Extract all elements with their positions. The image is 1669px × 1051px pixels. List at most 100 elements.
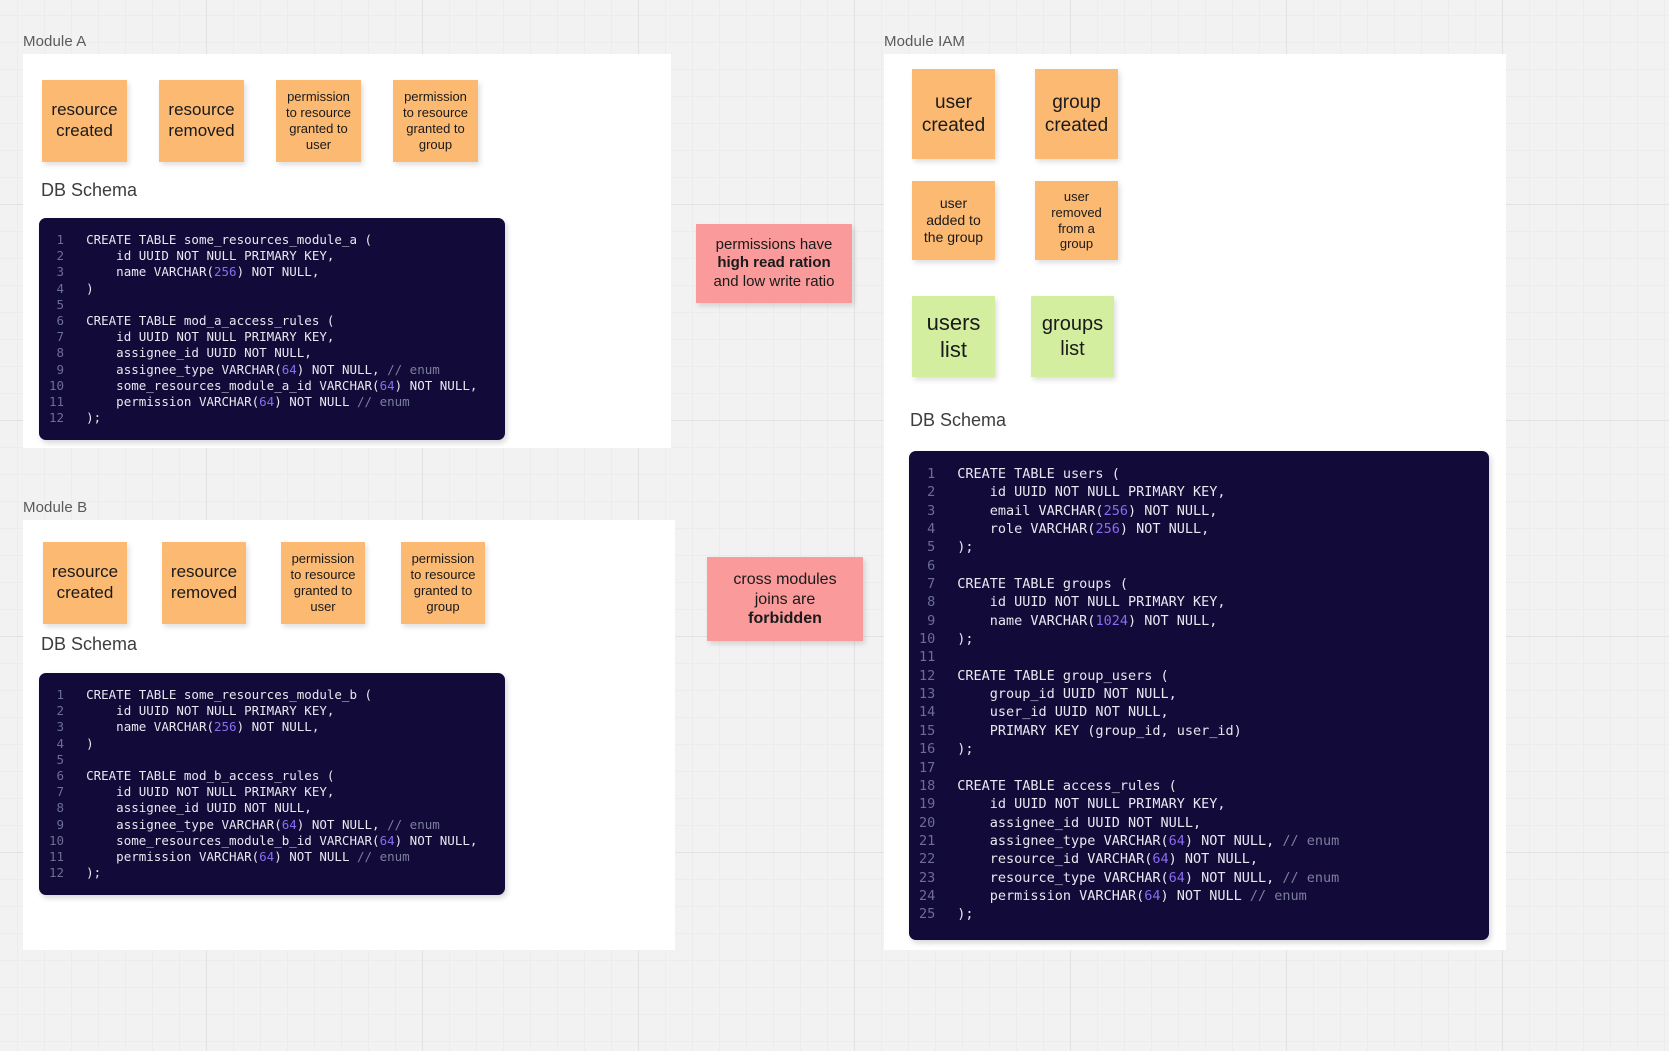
sticky-note-text: resource removed [168, 100, 235, 140]
code-line: 11 permission VARCHAR(64) NOT NULL // en… [49, 394, 493, 410]
code-line-number: 2 [56, 703, 65, 719]
sticky-note-text: permission to resource granted to group [410, 551, 476, 614]
sticky-note-user-created[interactable]: user created [912, 69, 995, 159]
code-line-text: id UUID NOT NULL PRIMARY KEY, [86, 784, 335, 800]
code-line-text [957, 648, 1477, 666]
sticky-note-permission-user[interactable]: permission to resource granted to user [281, 542, 365, 624]
code-line: 5); [919, 538, 1477, 556]
code-line-text: CREATE TABLE users ( [957, 466, 1120, 482]
code-line-number: 10 [919, 631, 936, 648]
code-line: 22 resource_id VARCHAR(64) NOT NULL, [919, 850, 1477, 868]
code-line-number: 12 [919, 667, 936, 684]
code-line-text: CREATE TABLE groups ( [957, 576, 1128, 593]
code-line: 1 CREATE TABLE some_resources_module_b ( [49, 687, 493, 703]
code-block-module-b[interactable]: 1 CREATE TABLE some_resources_module_b ( 2… [39, 673, 505, 895]
code-line: 24 permission VARCHAR(64) NOT NULL // en… [919, 887, 1477, 905]
code-line-text: id UUID NOT NULL PRIMARY KEY, [86, 248, 335, 264]
sticky-note-resource-removed[interactable]: resource removed [162, 542, 246, 624]
code-line-text: name VARCHAR(256) NOT NULL, [86, 719, 320, 735]
code-body: 1 CREATE TABLE some_resources_module_b ( 2… [49, 687, 493, 881]
code-line-number: 19 [919, 796, 936, 813]
code-line: 6 [919, 557, 1477, 575]
sticky-note-read-ratio[interactable]: permissions have high read ration and lo… [696, 224, 852, 303]
code-line-text: CREATE TABLE access_rules ( [957, 777, 1177, 794]
sticky-note-permission-group[interactable]: permission to resource granted to group [401, 542, 485, 624]
code-line-number: 9 [927, 612, 936, 629]
code-line-number: 10 [49, 832, 65, 848]
code-line-text: id UUID NOT NULL PRIMARY KEY, [86, 329, 335, 345]
code-line: 11 permission VARCHAR(64) NOT NULL // en… [49, 849, 493, 865]
sticky-note-permission-group[interactable]: permission to resource granted to group [393, 80, 478, 162]
code-line-number: 7 [56, 329, 65, 345]
sticky-note-user-added-to-group[interactable]: user added to the group [912, 181, 995, 260]
sticky-note-permission-user[interactable]: permission to resource granted to user [276, 80, 361, 162]
code-line-text: name VARCHAR(256) NOT NULL, [86, 264, 320, 280]
code-line-number: 6 [927, 557, 936, 574]
sticky-note-text: resource removed [170, 562, 238, 602]
code-line-text: CREATE TABLE some_resources_module_b ( [86, 687, 373, 702]
code-line-text: id UUID NOT NULL PRIMARY KEY, [957, 484, 1226, 501]
code-line-number: 3 [927, 502, 936, 519]
code-line-number: 11 [919, 649, 936, 666]
code-line-number: 8 [56, 800, 65, 816]
code-line-number: 9 [56, 361, 65, 377]
code-line-number: 25 [919, 906, 936, 923]
code-line-number: 16 [919, 741, 936, 758]
note-line-emphasis: high read ration [717, 254, 831, 272]
code-line-text: resource_id VARCHAR(64) NOT NULL, [957, 851, 1259, 868]
code-table: 1 CREATE TABLE some_resources_module_b ( 2… [49, 687, 493, 881]
code-line-text: ); [86, 865, 102, 881]
sticky-note-group-created[interactable]: group created [1035, 69, 1118, 159]
code-line: 3 email VARCHAR(256) NOT NULL, [919, 502, 1477, 520]
code-line-number: 2 [56, 248, 65, 264]
sticky-note-resource-created[interactable]: resource created [43, 542, 127, 624]
code-line-number: 1 [56, 687, 65, 702]
sticky-note-text: permission to resource granted to user [290, 551, 356, 614]
code-line-number: 14 [919, 704, 936, 721]
code-line-number: 8 [927, 594, 936, 611]
sticky-note-users-list[interactable]: users list [912, 296, 995, 377]
sticky-note-text: permission to resource granted to group [402, 89, 469, 152]
code-line-number: 10 [49, 377, 65, 393]
code-line-number: 21 [919, 832, 936, 849]
sticky-note-text: groups list [1041, 313, 1104, 360]
code-line-number: 11 [49, 394, 65, 410]
code-line: 2 id UUID NOT NULL PRIMARY KEY, [49, 248, 493, 264]
sticky-note-groups-list[interactable]: groups list [1031, 296, 1114, 377]
code-line-text: some_resources_module_a_id VARCHAR(64) N… [86, 377, 478, 393]
code-line-text: CREATE TABLE mod_a_access_rules ( [86, 313, 335, 329]
code-line-number: 6 [56, 313, 65, 329]
sticky-note-resource-created[interactable]: resource created [42, 80, 127, 162]
code-line: 12); [49, 865, 493, 881]
note-line: joins are [754, 590, 816, 608]
code-line-text [86, 752, 493, 768]
code-line-number: 7 [56, 784, 65, 800]
code-line-number: 17 [919, 759, 936, 776]
code-line: 12); [49, 410, 493, 426]
code-line: 5 [49, 752, 493, 768]
code-line: 6 CREATE TABLE mod_a_access_rules ( [49, 313, 493, 329]
code-line-text: name VARCHAR(1024) NOT NULL, [957, 612, 1218, 629]
code-line: 9 assignee_type VARCHAR(64) NOT NULL, //… [49, 817, 493, 833]
code-line-number: 8 [56, 345, 65, 361]
code-line-text [957, 759, 1477, 777]
sticky-note-user-removed-from-group[interactable]: user removed from a group [1035, 181, 1118, 260]
code-line-text: assignee_type VARCHAR(64) NOT NULL, // e… [86, 361, 440, 377]
code-line-text [86, 297, 493, 313]
sticky-note-resource-removed[interactable]: resource removed [159, 80, 244, 162]
code-line: 9 name VARCHAR(1024) NOT NULL, [919, 612, 1477, 630]
caption-db-schema-module-b: DB Schema [41, 634, 138, 654]
code-line: 16); [919, 740, 1477, 758]
sticky-note-text: resource created [51, 100, 118, 140]
code-line-number: 4 [927, 521, 936, 538]
code-line-text [957, 557, 1477, 575]
sticky-note-cross-module-joins[interactable]: cross modules joins are forbidden [707, 557, 863, 641]
